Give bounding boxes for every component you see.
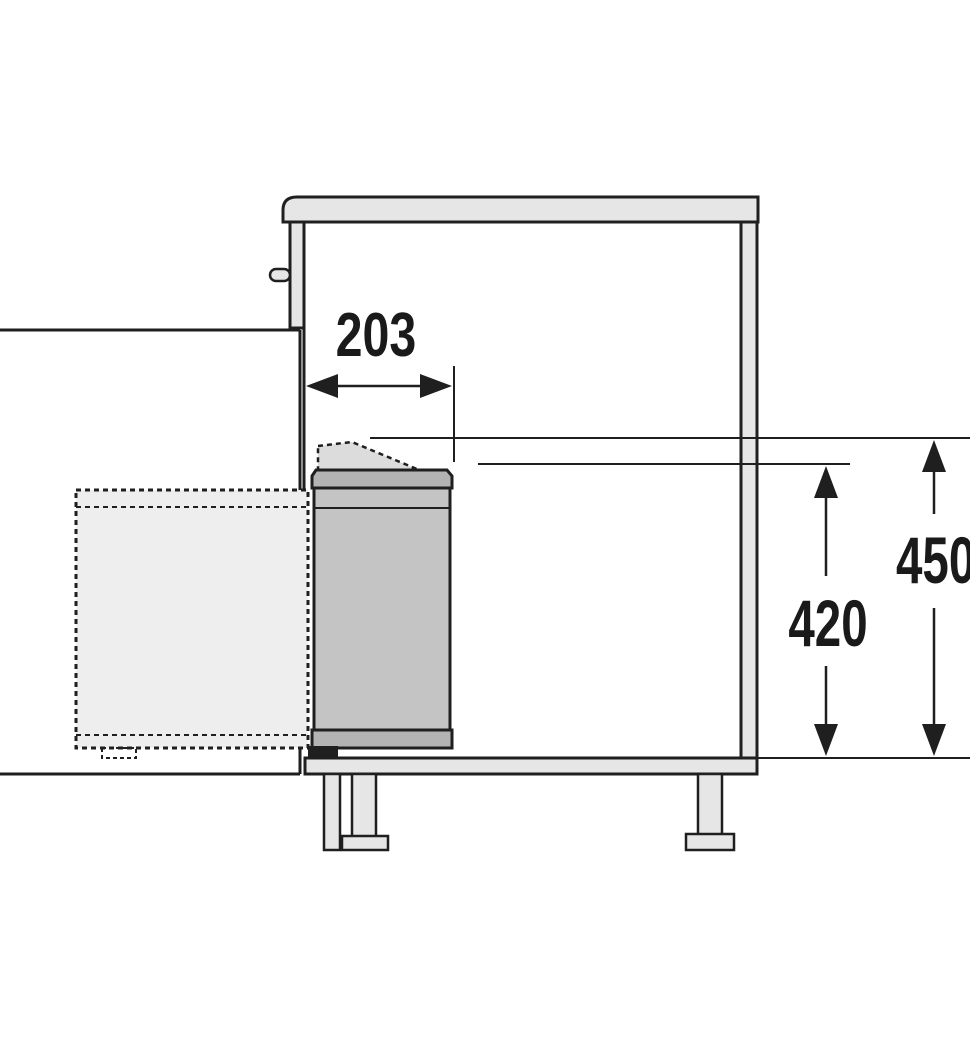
height-420-arrow-up (814, 466, 838, 498)
width-arrow-right (420, 374, 452, 398)
waste-bin (308, 440, 454, 758)
bin-base (310, 728, 454, 750)
bin-body (312, 486, 452, 734)
dimension-height-bin: 420 (788, 466, 868, 756)
height-420-label: 420 (788, 587, 867, 660)
height-420-arrow-down (814, 724, 838, 756)
left-front-frame (288, 220, 306, 330)
height-450-arrow-down (922, 724, 946, 756)
cabinet-body (268, 220, 759, 776)
width-arrow-left (306, 374, 338, 398)
bottom-shelf (303, 756, 759, 776)
leg-left-foot (340, 834, 390, 852)
leg-left (322, 772, 342, 852)
width-label: 203 (336, 300, 417, 369)
cabinet-legs (322, 772, 736, 852)
right-side-panel (739, 220, 759, 760)
hinge-knob (268, 267, 292, 283)
pulled-out-drawer (74, 488, 310, 759)
countertop (281, 195, 760, 224)
dimension-width: 203 (306, 300, 455, 462)
height-450-arrow-up (922, 440, 946, 472)
leg-right-foot (684, 832, 736, 852)
dimension-height-total: 450 (896, 440, 970, 756)
leg-right (696, 772, 724, 838)
leg-left-inner (350, 772, 378, 840)
bin-runner (308, 746, 338, 758)
height-450-label: 450 (896, 524, 970, 597)
bin-lid (310, 468, 454, 490)
